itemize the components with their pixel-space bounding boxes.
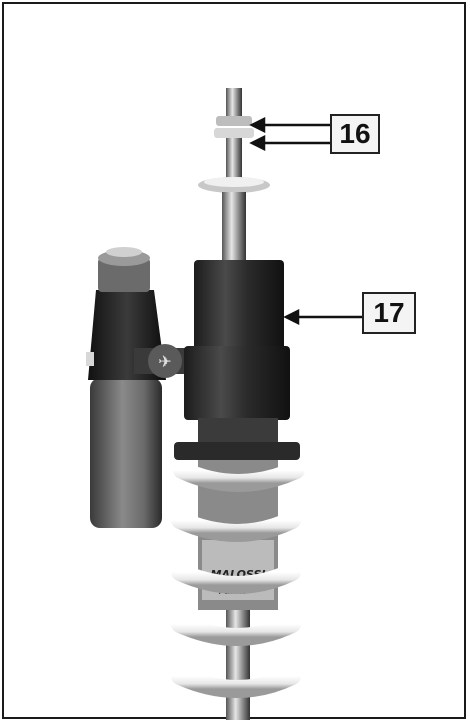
- reservoir: [86, 247, 166, 528]
- svg-text:✈: ✈: [158, 352, 171, 371]
- upper-body: [174, 260, 300, 460]
- callout-16: 16: [330, 114, 380, 154]
- arrows: [249, 116, 362, 326]
- callout-17: 17: [362, 292, 416, 334]
- coil-spring: [171, 461, 305, 698]
- top-rod: [198, 88, 270, 262]
